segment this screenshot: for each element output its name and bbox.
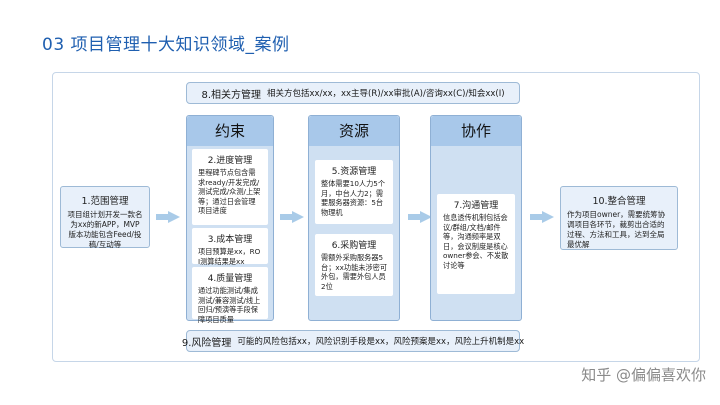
arrow-shaft-2 xyxy=(280,214,294,220)
procurement-title: 6.采购管理 xyxy=(331,241,377,251)
cost-body: 项目预算是xx，ROI测算结果是xx xyxy=(198,247,261,266)
procurement-body: 需额外采购服务器5台；xx功能未涉密可外包，需要外包人员2位 xyxy=(321,253,388,291)
page-title: 03 项目管理十大知识领域_案例 xyxy=(42,35,290,55)
procurement-card: 6.采购管理 需额外采购服务器5台；xx功能未涉密可外包，需要外包人员2位 xyxy=(315,234,393,296)
constraint-column: 约束 2.进度管理 里程碑节点包含需求ready/开发完成/测试完成/众测/上架… xyxy=(186,115,274,324)
risk-label: 9.风险管理 xyxy=(181,337,232,349)
cost-card: 3.成本管理 项目预算是xx，ROI测算结果是xx xyxy=(192,228,268,266)
stakeholder-label: 8.相关方管理 xyxy=(201,89,262,101)
cost-title: 3.成本管理 xyxy=(207,235,253,245)
arrow-right-icon xyxy=(292,211,304,223)
schedule-body: 里程碑节点包含需求ready/开发完成/测试完成/众测/上架等；通过日会管理项目… xyxy=(198,168,261,216)
communication-title: 7.沟通管理 xyxy=(453,201,499,211)
arrow-shaft-4 xyxy=(530,214,544,220)
communication-card: 7.沟通管理 信息透传机制包括会议/群组/文档/邮件等，沟通频率是双日，会议制度… xyxy=(437,194,515,294)
risk-band: 9.风险管理 可能的风险包括xx，风险识别手段是xx，风险预案是xx，风险上升机… xyxy=(182,330,524,352)
arrow-right-icon xyxy=(168,211,180,223)
arrow-right-icon xyxy=(542,211,554,223)
arrow-shaft-3 xyxy=(408,214,422,220)
scope-body: 项目组计划开发一款名为xx的新APP，MVP版本功能包含Feed/投稿/互动等 xyxy=(67,210,143,249)
constraint-header: 约束 xyxy=(187,116,273,146)
stakeholder-text: 相关方包括xx/xx，xx主导(R)/xx审批(A)/咨询xx(C)/知会xx(… xyxy=(267,89,505,99)
resource-column: 资源 5.资源管理 整体需要10人力5个月，中台人力2；需要服务器资源：5台物理… xyxy=(308,115,400,321)
quality-card: 4.质量管理 通过功能测试/集成测试/兼容测试/线上回归/预演等手段保障项目质量 xyxy=(192,267,268,324)
scope-title: 1.范围管理 xyxy=(81,196,129,207)
quality-title: 4.质量管理 xyxy=(207,274,253,284)
integration-body: 作为项目owner，需要统筹协调项目各环节，裁剪出合适的过程、方法和工具，达到全… xyxy=(567,210,666,249)
stakeholder-band: 8.相关方管理 相关方包括xx/xx，xx主导(R)/xx审批(A)/咨询xx(… xyxy=(186,82,520,104)
communication-body: 信息透传机制包括会议/群组/文档/邮件等，沟通频率是双日，会议制度是核心owne… xyxy=(443,213,509,270)
arrow-shaft-1 xyxy=(156,214,170,220)
quality-body: 通过功能测试/集成测试/兼容测试/线上回归/预演等手段保障项目质量 xyxy=(198,286,261,324)
scope-box: 1.范围管理 项目组计划开发一款名为xx的新APP，MVP版本功能包含Feed/… xyxy=(60,186,150,249)
arrow-right-icon xyxy=(420,211,432,223)
risk-text: 可能的风险包括xx，风险识别手段是xx，风险预案是xx，风险上升机制是xx xyxy=(237,337,525,347)
resource-mgmt-title: 5.资源管理 xyxy=(331,167,377,177)
collaboration-column: 协作 7.沟通管理 信息透传机制包括会议/群组/文档/邮件等，沟通频率是双日，会… xyxy=(430,115,522,321)
integration-box: 10.整合管理 作为项目owner，需要统筹协调项目各环节，裁剪出合适的过程、方… xyxy=(560,186,678,250)
outer-frame xyxy=(52,72,700,362)
resource-mgmt-body: 整体需要10人力5个月，中台人力2；需要服务器资源：5台物理机 xyxy=(321,179,386,217)
schedule-card: 2.进度管理 里程碑节点包含需求ready/开发完成/测试完成/众测/上架等；通… xyxy=(192,149,268,225)
integration-title: 10.整合管理 xyxy=(592,196,646,207)
collaboration-header: 协作 xyxy=(431,116,521,146)
watermark: 知乎 @偏偏喜欢你 xyxy=(581,366,706,384)
resource-header: 资源 xyxy=(309,116,399,146)
resource-mgmt-card: 5.资源管理 整体需要10人力5个月，中台人力2；需要服务器资源：5台物理机 xyxy=(315,160,393,224)
schedule-title: 2.进度管理 xyxy=(207,156,253,166)
